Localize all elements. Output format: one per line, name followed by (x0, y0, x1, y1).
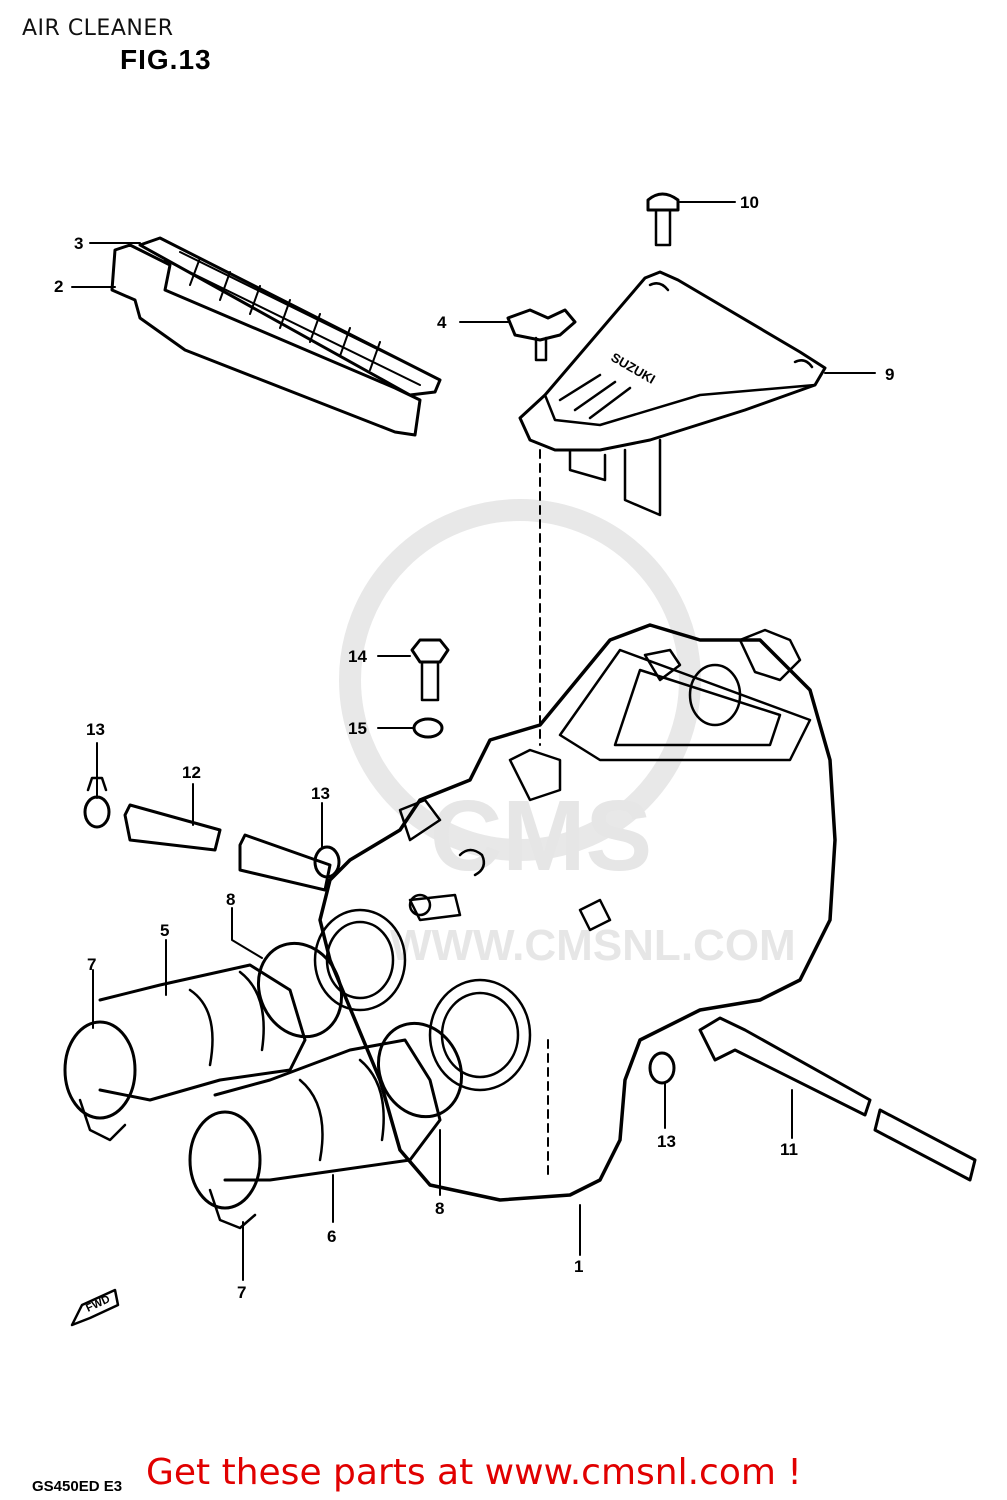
air-cleaner-case-part-1 (313, 623, 837, 1202)
callout-2: 2 (54, 277, 63, 296)
model-code: GS450ED E3 (32, 1478, 123, 1495)
ring-part-8-lower (376, 1021, 464, 1119)
callout-11: 11 (780, 1140, 798, 1159)
watermark: CMS WWW.CMSNL.COM (339, 499, 796, 970)
clamp-part-7-upper (63, 1020, 137, 1142)
washer-part-15 (412, 717, 444, 739)
callout-8-upper: 8 (226, 890, 235, 909)
watermark-logo-circle (339, 499, 701, 861)
wing-screw-part-4 (506, 308, 577, 362)
callout-13-middle: 13 (311, 784, 330, 803)
filter-pad-part-2 (110, 243, 422, 437)
callout-5: 5 (160, 921, 169, 940)
callout-14: 14 (348, 647, 367, 666)
callout-3: 3 (74, 234, 83, 253)
intake-boot-part-6 (213, 1038, 442, 1182)
callout-8-lower: 8 (435, 1199, 444, 1218)
callout-numbers: 1 2 3 4 5 6 7 7 8 8 9 10 11 12 13 13 13 … (54, 193, 894, 1302)
clip-part-13-middle (313, 845, 341, 879)
callout-7-lower: 7 (237, 1283, 246, 1302)
callout-6: 6 (327, 1227, 336, 1246)
ring-part-8-upper (256, 941, 344, 1039)
callout-13-left: 13 (86, 720, 105, 739)
fwd-label: FWD (84, 1293, 112, 1314)
callout-9: 9 (885, 365, 894, 384)
leader-lines (71, 201, 876, 1281)
screw-part-10 (646, 192, 680, 247)
air-cleaner-cover-part-9 (518, 270, 827, 517)
callout-15: 15 (348, 719, 367, 738)
clamp-part-7-lower (188, 1110, 262, 1230)
clip-part-13-right (648, 1051, 676, 1085)
callout-1: 1 (574, 1257, 583, 1276)
callout-12: 12 (182, 763, 201, 782)
page-title: AIR CLEANER (22, 16, 174, 41)
callout-10: 10 (740, 193, 759, 212)
callout-13-right: 13 (657, 1132, 676, 1151)
figure-label: FIG.13 (120, 44, 212, 75)
callout-4: 4 (437, 313, 447, 332)
filter-element-part-3 (138, 236, 442, 397)
hose-part-11 (698, 1016, 977, 1182)
watermark-logo-text: CMS (430, 780, 652, 892)
bolt-part-14 (410, 638, 450, 702)
parts-link-banner[interactable]: Get these parts at www.cmsnl.com ! (146, 1452, 802, 1493)
breather-pipe-part-12 (123, 803, 332, 892)
callout-7-upper: 7 (87, 955, 96, 974)
forward-direction-arrow (70, 1288, 120, 1327)
